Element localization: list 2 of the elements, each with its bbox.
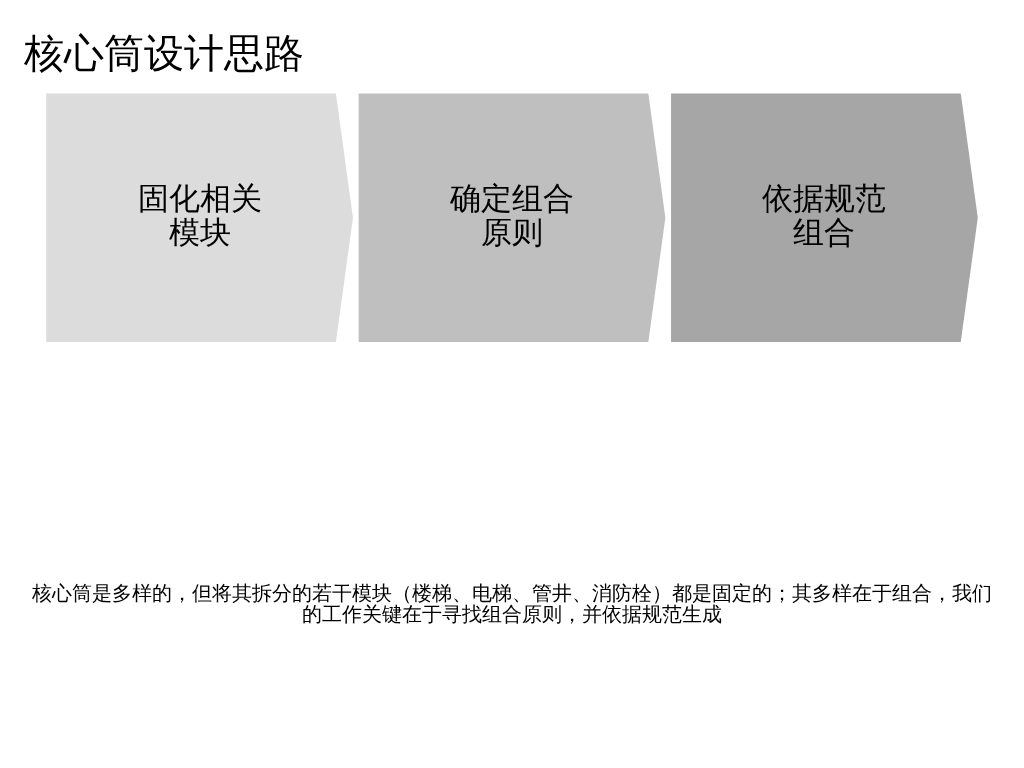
label: 核心筒是多样的，但将其拆分的若干模块（楼梯、电梯、管井、消防栓）都是固定的；其多样在于组合，我们的工作关键在于寻找组合原则，并依据规范生成 [32,582,992,627]
diagram-title: 核心筒设计思路 [24,30,305,77]
